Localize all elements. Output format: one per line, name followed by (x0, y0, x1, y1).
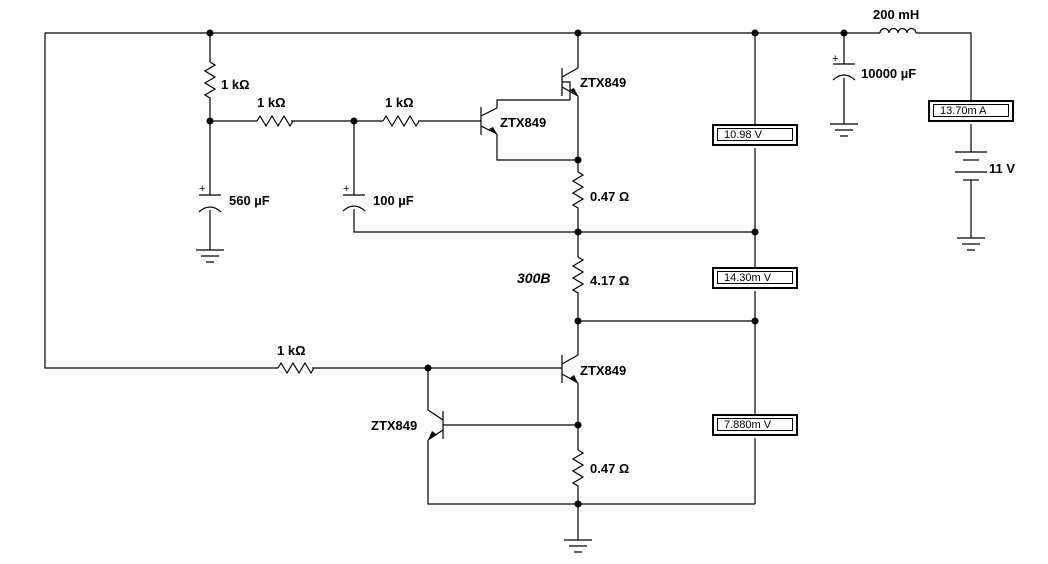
label-c-100: 100 µF (373, 193, 414, 208)
wires (44, 32, 972, 540)
label-r-sense-bottom: 0.47 Ω (590, 461, 629, 476)
label-r-load: 4.17 Ω (590, 273, 629, 288)
label-r-top-left: 1 kΩ (221, 77, 250, 92)
transistor-top-outer (561, 67, 579, 100)
label-battery: 11 V (989, 161, 1015, 176)
voltmeter-top-reading: 10.98 V (717, 128, 793, 141)
resistor-top-left (203, 61, 217, 104)
label-r-mid-1: 1 kΩ (257, 95, 286, 110)
label-c-560: 560 µF (229, 193, 270, 208)
inductor-200mh (879, 27, 917, 34)
ground-symbol (564, 539, 592, 553)
capacitor-10000uf: + (832, 53, 856, 81)
resistor-sense-bottom (571, 449, 585, 488)
voltmeter-mid-reading: 14.30m V (717, 271, 793, 284)
transistor-bottom-main (561, 354, 579, 384)
resistor-load (571, 256, 585, 300)
label-inductor: 200 mH (873, 7, 919, 22)
label-load-300b: 300B (517, 270, 550, 286)
ground-symbol (196, 249, 224, 263)
capacitor-100uf: + (342, 183, 366, 212)
voltmeter-bottom-reading: 7.880m V (717, 418, 793, 431)
svg-text:+: + (343, 183, 349, 195)
ground-symbol (957, 237, 985, 251)
junction-dots (206, 29, 848, 508)
ground-symbol (830, 123, 858, 137)
label-r-sense-top: 0.47 Ω (590, 189, 629, 204)
label-q-top-inner: ZTX849 (500, 115, 546, 130)
label-r-bottom: 1 kΩ (277, 343, 306, 358)
resistor-mid-2 (382, 114, 420, 128)
transistor-bottom-sense (427, 409, 444, 441)
capacitor-560uf: + (198, 183, 222, 213)
svg-text:+: + (832, 53, 838, 65)
label-r-mid-2: 1 kΩ (385, 95, 414, 110)
voltmeter-mid-display: 14.30m V (712, 267, 798, 289)
label-c-10000: 10000 µF (861, 66, 916, 81)
svg-text:+: + (199, 183, 205, 195)
transistor-top-inner (480, 107, 498, 135)
resistor-bottom (277, 361, 315, 375)
ammeter-reading: 13.70m A (933, 104, 1009, 117)
label-q-bottom-main: ZTX849 (580, 363, 626, 378)
ammeter-display: 13.70m A (928, 100, 1014, 122)
label-q-top-outer: ZTX849 (580, 75, 626, 90)
battery-11v (955, 151, 987, 184)
label-q-bottom-sense: ZTX849 (371, 418, 417, 433)
voltmeter-bottom-display: 7.880m V (712, 414, 798, 436)
resistor-sense-top (571, 171, 585, 216)
resistor-mid-1 (256, 114, 294, 128)
voltmeter-top-display: 10.98 V (712, 124, 798, 146)
